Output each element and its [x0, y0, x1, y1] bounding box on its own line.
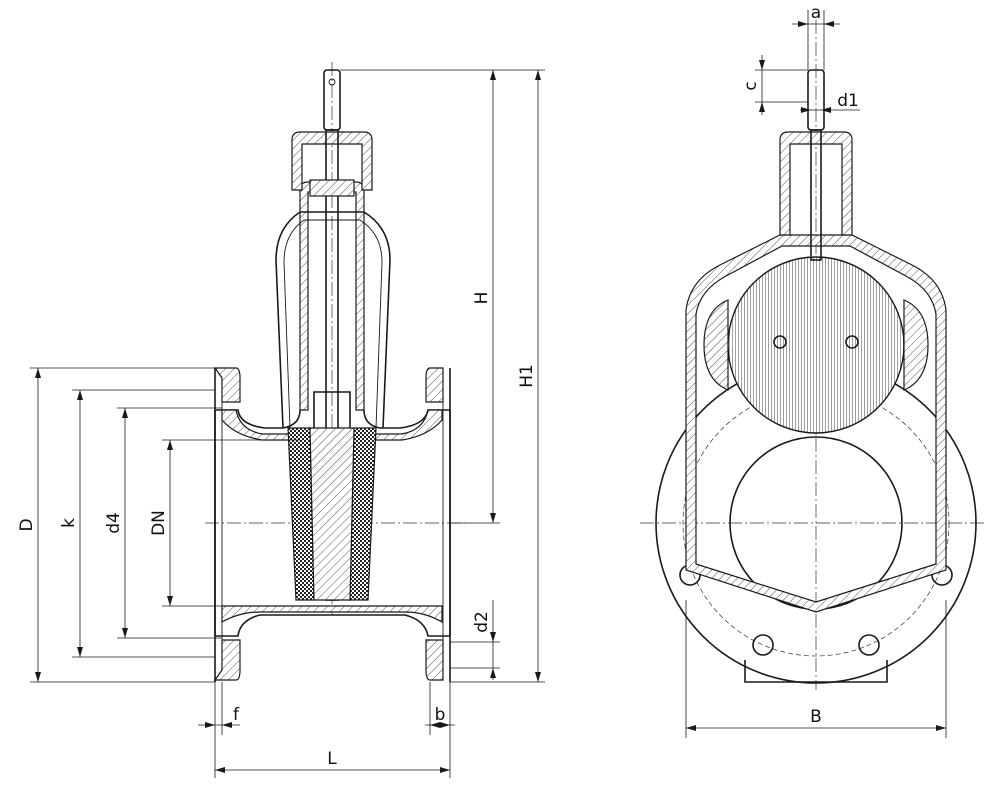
bolt-hole-4 — [858, 634, 880, 656]
left-flange-bottom — [213, 639, 241, 681]
dim-b-label: b — [435, 705, 446, 725]
side-view — [205, 62, 465, 682]
front-base-foot — [744, 660, 888, 683]
wedge-guide-right — [903, 299, 929, 391]
body-upper-right-wall — [374, 409, 443, 441]
right-flange — [425, 367, 444, 403]
stem-cap-hole — [328, 78, 336, 86]
right-flange-bottom — [425, 639, 444, 681]
dim-d4-label: d4 — [104, 512, 124, 534]
bonnet-top-cap — [291, 131, 373, 191]
side-dimensions: D k d4 DN H H1 — [17, 69, 545, 778]
front-wedge-disc — [727, 256, 905, 434]
bolt-hole-3 — [752, 634, 774, 656]
dim-H1-label: H1 — [517, 364, 537, 388]
body-lower-wall — [221, 605, 443, 624]
dim-B-label: B — [810, 707, 822, 727]
left-flange — [213, 367, 241, 403]
dim-L-label: L — [327, 749, 337, 769]
front-dimensions: a c d1 B — [685, 3, 947, 738]
wedge-core — [309, 427, 355, 601]
wedge-pin-left — [773, 335, 787, 349]
dim-f-label: f — [233, 705, 240, 725]
front-bonnet-top — [779, 131, 853, 236]
bonnet-outer — [275, 211, 391, 429]
dim-d1-label: d1 — [837, 91, 859, 111]
front-body-shell — [685, 234, 947, 613]
stem-collar — [309, 179, 355, 197]
dim-DN-label: DN — [149, 510, 169, 536]
front-view — [640, 20, 985, 690]
wedge-neck — [313, 391, 351, 428]
dim-d2-label: d2 — [472, 611, 492, 633]
dim-k-label: k — [59, 518, 79, 528]
dim-a-label: a — [811, 3, 821, 23]
bonnet-inner — [283, 219, 383, 429]
wedge-pin-right — [845, 335, 859, 349]
dim-D-label: D — [17, 518, 37, 531]
wedge-guide-left — [703, 299, 729, 391]
front-stem — [810, 129, 822, 261]
body-upper-left-wall — [221, 409, 291, 441]
dim-H-label: H — [472, 292, 492, 305]
dim-c-label: c — [741, 81, 761, 90]
